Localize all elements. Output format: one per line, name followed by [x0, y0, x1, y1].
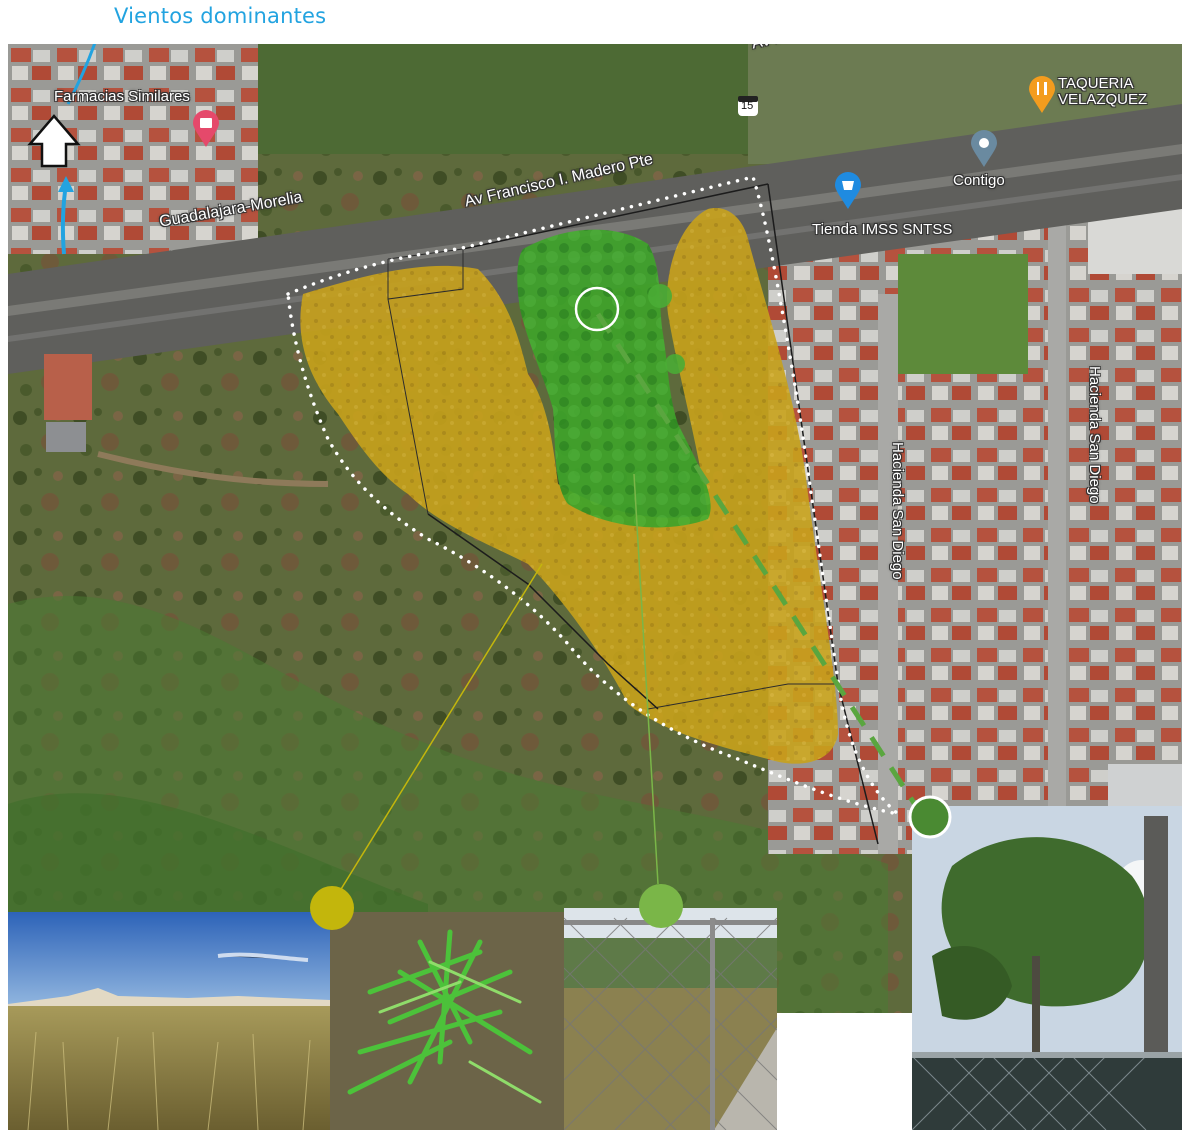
hacienda-left-label[interactable]: Hacienda San Diego	[889, 442, 906, 580]
pharmacy-label[interactable]: Farmacias Similares	[54, 88, 190, 105]
blank-panel	[777, 1013, 912, 1130]
route-shield-label: 15	[741, 100, 754, 112]
grassland-photo	[8, 912, 330, 1130]
tree-zone-point-circle	[574, 286, 620, 332]
aerial-map[interactable]: Farmacias Similares Guadalajara-Morelia …	[8, 44, 1182, 1130]
taqueria-label[interactable]: TAQUERIA VELAZQUEZ	[1058, 75, 1148, 108]
location-pin-icon[interactable]	[970, 130, 998, 168]
tienda-label[interactable]: Tienda IMSS SNTSS	[812, 221, 953, 238]
climbing-plant-photo	[912, 806, 1182, 1130]
shop-pin-icon[interactable]	[192, 110, 220, 148]
contigo-label[interactable]: Contigo	[953, 172, 1005, 189]
grass-closeup-photo	[330, 912, 564, 1130]
hacienda-right-label[interactable]: Hacienda San Diego	[1086, 366, 1103, 504]
restaurant-pin-icon[interactable]	[1028, 76, 1056, 114]
shopping-pin-icon[interactable]	[834, 172, 862, 210]
map-base	[8, 44, 1182, 1130]
prevailing-winds-title: Vientos dominantes	[114, 4, 327, 28]
fence-field-photo	[564, 908, 777, 1130]
